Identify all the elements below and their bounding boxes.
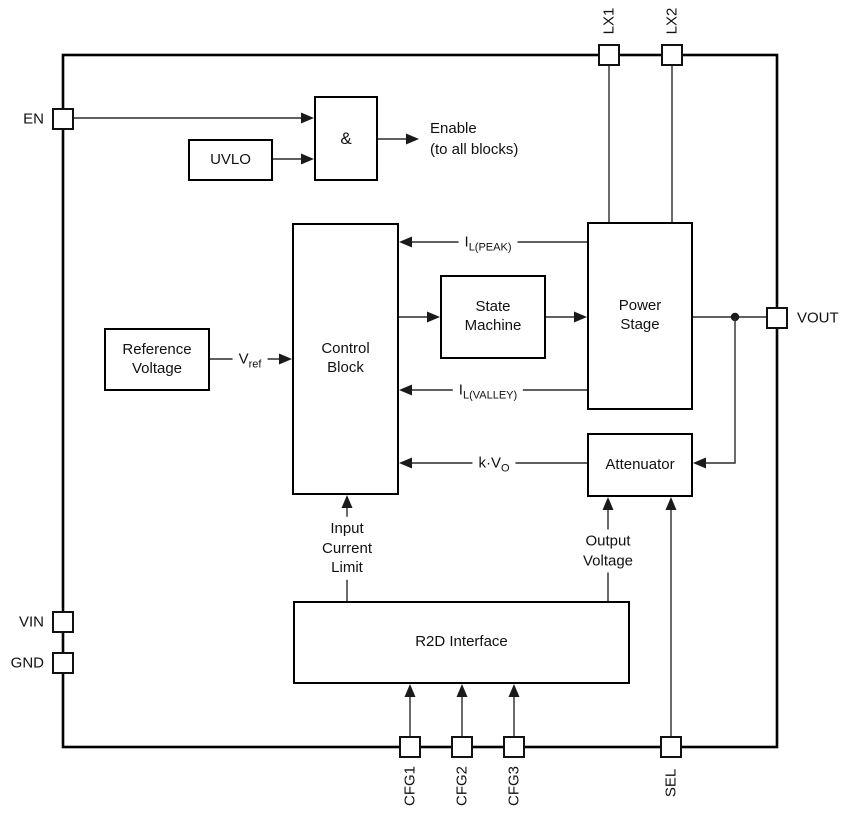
pin-label-cfg2: CFG2: [453, 765, 471, 807]
pin-label-lx1: LX1: [600, 7, 618, 35]
block-r2d-interface: R2D Interface: [293, 601, 630, 684]
pin-label-cfg1: CFG1: [401, 765, 419, 807]
signal-label-il-peak: IL(PEAK): [458, 233, 518, 253]
block-and-gate: &: [314, 96, 378, 181]
wire-cfg2: [456, 684, 468, 736]
block-uvlo-label: UVLO: [210, 150, 251, 168]
wire-power-to-vout: [693, 312, 766, 469]
wire-en-to-and: [74, 112, 314, 124]
wire-sel: [665, 497, 677, 736]
block-reference-voltage: Reference Voltage: [104, 328, 210, 391]
block-uvlo: UVLO: [188, 139, 273, 181]
wire-cfg1: [404, 684, 416, 736]
signal-label-input-current-limit: Input Current Limit: [311, 516, 383, 580]
signal-label-kvo: k·VO: [472, 454, 516, 474]
wire-and-to-enable: [378, 133, 419, 145]
pin-label-cfg3: CFG3: [505, 765, 523, 807]
block-power-stage: Power Stage: [587, 222, 693, 410]
wire-control-to-state: [399, 311, 440, 323]
pin-lx1: [598, 44, 620, 66]
pin-label-sel: SEL: [662, 768, 680, 798]
pin-label-gnd: GND: [10, 654, 44, 672]
pin-label-en: EN: [23, 110, 44, 128]
pin-cfg3: [503, 736, 525, 758]
block-state-machine-label: State Machine: [464, 298, 522, 334]
signal-label-output-voltage: Output Voltage: [571, 529, 645, 573]
wire-cfg3: [508, 684, 520, 736]
signal-label-vref: Vref: [232, 350, 268, 370]
pin-cfg1: [399, 736, 421, 758]
block-reference-voltage-label: Reference Voltage: [122, 340, 192, 377]
and-gate-symbol: &: [340, 128, 352, 148]
pin-lx2: [661, 44, 683, 66]
pin-cfg2: [451, 736, 473, 758]
pin-label-lx2: LX2: [663, 7, 681, 35]
wire-uvlo-to-and: [273, 153, 314, 165]
pin-label-vin: VIN: [18, 613, 44, 631]
block-control: Control Block: [292, 223, 399, 495]
block-state-machine: State Machine: [440, 275, 546, 359]
pin-vout: [766, 307, 788, 329]
enable-annotation-line1: Enable: [430, 120, 477, 137]
block-r2d-interface-label: R2D Interface: [415, 633, 508, 651]
block-attenuator: Attenuator: [587, 433, 693, 497]
pin-gnd: [52, 652, 74, 674]
pin-en: [52, 108, 74, 130]
block-control-label: Control Block: [321, 340, 370, 376]
pin-label-vout: VOUT: [797, 309, 839, 327]
enable-annotation: Enable (to all blocks): [430, 118, 518, 160]
block-power-stage-label: Power Stage: [618, 297, 662, 333]
wire-state-to-power: [546, 311, 587, 323]
pin-vin: [52, 611, 74, 633]
enable-annotation-line2: (to all blocks): [430, 141, 519, 158]
block-attenuator-label: Attenuator: [605, 455, 675, 473]
pin-sel: [660, 736, 682, 758]
signal-label-il-valley: IL(VALLEY): [452, 381, 524, 401]
